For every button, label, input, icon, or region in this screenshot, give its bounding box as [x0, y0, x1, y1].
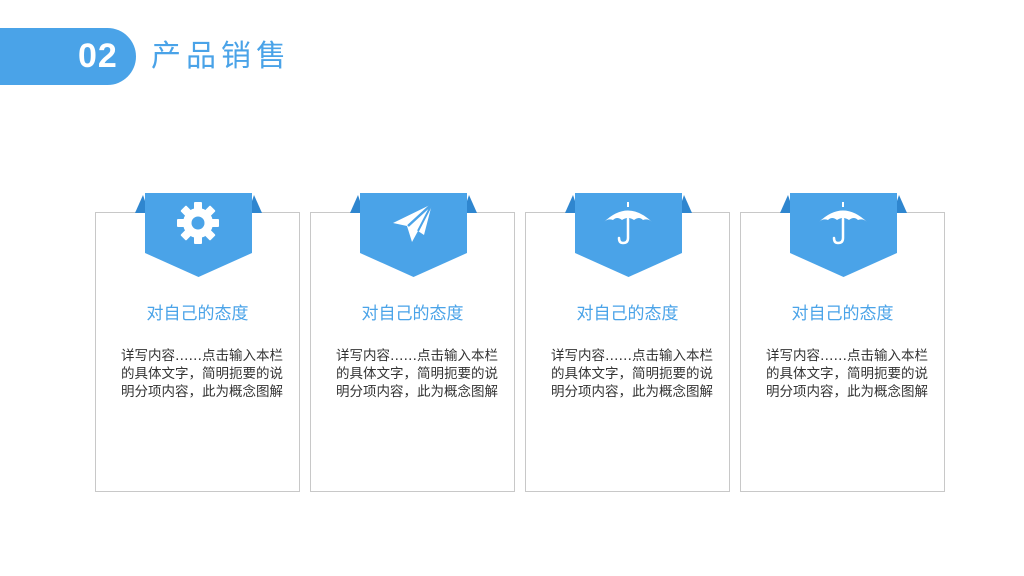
feature-card-1: 对自己的态度 详写内容……点击输入本栏的具体文字，简明扼要的说明分项内容，此为概…	[95, 193, 300, 492]
paper-plane-icon	[391, 201, 435, 245]
umbrella-icon	[604, 201, 652, 245]
umbrella-icon	[819, 201, 867, 245]
section-title: 产品销售	[151, 39, 291, 74]
card-body: 详写内容……点击输入本栏的具体文字，简明扼要的说明分项内容，此为概念图解	[766, 348, 928, 400]
gear-icon	[176, 201, 220, 245]
card-title: 对自己的态度	[576, 304, 679, 324]
card-title: 对自己的态度	[146, 304, 249, 324]
feature-card-2: 对自己的态度 详写内容……点击输入本栏的具体文字，简明扼要的说明分项内容，此为概…	[310, 193, 515, 492]
card-title: 对自己的态度	[361, 304, 464, 324]
section-number-badge	[0, 28, 136, 85]
card-ribbon	[350, 191, 477, 277]
card-title: 对自己的态度	[791, 304, 894, 324]
card-body: 详写内容……点击输入本栏的具体文字，简明扼要的说明分项内容，此为概念图解	[551, 348, 713, 400]
card-ribbon	[135, 191, 262, 277]
card-body: 详写内容……点击输入本栏的具体文字，简明扼要的说明分项内容，此为概念图解	[121, 348, 283, 400]
section-number: 02	[78, 37, 118, 75]
feature-card-3: 对自己的态度 详写内容……点击输入本栏的具体文字，简明扼要的说明分项内容，此为概…	[525, 193, 730, 492]
feature-card-4: 对自己的态度 详写内容……点击输入本栏的具体文字，简明扼要的说明分项内容，此为概…	[740, 193, 945, 492]
card-ribbon	[780, 191, 907, 277]
card-body: 详写内容……点击输入本栏的具体文字，简明扼要的说明分项内容，此为概念图解	[336, 348, 498, 400]
card-ribbon	[565, 191, 692, 277]
